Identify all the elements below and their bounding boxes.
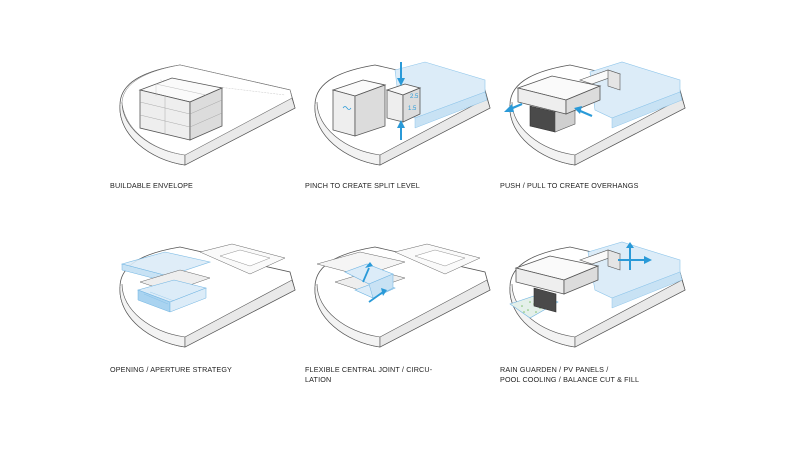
panel-caption: RAIN GUARDEN / PV PANELS / POOL COOLING … <box>500 365 640 384</box>
diagram-panel-sustainability: RAIN GUARDEN / PV PANELS / POOL COOLING … <box>500 222 695 422</box>
diagram-panel-aperture: OPENING / APERTURE STRATEGY <box>110 222 305 422</box>
diagram-panel-buildable-envelope: BUILDABLE ENVELOPE <box>110 40 305 240</box>
diagram-panel-split-level: 2.5 1.5 PINCH TO CREATE SPLIT LEVEL <box>305 40 500 240</box>
panel-caption: PINCH TO CREATE SPLIT LEVEL <box>305 181 420 190</box>
central-joint-diagram <box>314 243 491 348</box>
diagram-panel-central-joint: FLEXIBLE CENTRAL JOINT / CIRCU- LATION <box>305 222 500 422</box>
site-massing-diagram <box>119 64 296 166</box>
aperture-diagram <box>119 243 296 348</box>
overhang-diagram <box>504 61 686 166</box>
svg-text:1.5: 1.5 <box>408 106 417 112</box>
svg-text:2.5: 2.5 <box>410 94 419 100</box>
panel-caption: OPENING / APERTURE STRATEGY <box>110 365 232 374</box>
diagram-panel-overhangs: PUSH / PULL TO CREATE OVERHANGS <box>500 40 695 240</box>
sustainability-diagram <box>509 241 686 348</box>
panel-caption: BUILDABLE ENVELOPE <box>110 181 193 190</box>
split-level-diagram: 2.5 1.5 <box>314 61 491 166</box>
panel-caption: PUSH / PULL TO CREATE OVERHANGS <box>500 181 639 190</box>
panel-caption: FLEXIBLE CENTRAL JOINT / CIRCU- LATION <box>305 365 433 384</box>
